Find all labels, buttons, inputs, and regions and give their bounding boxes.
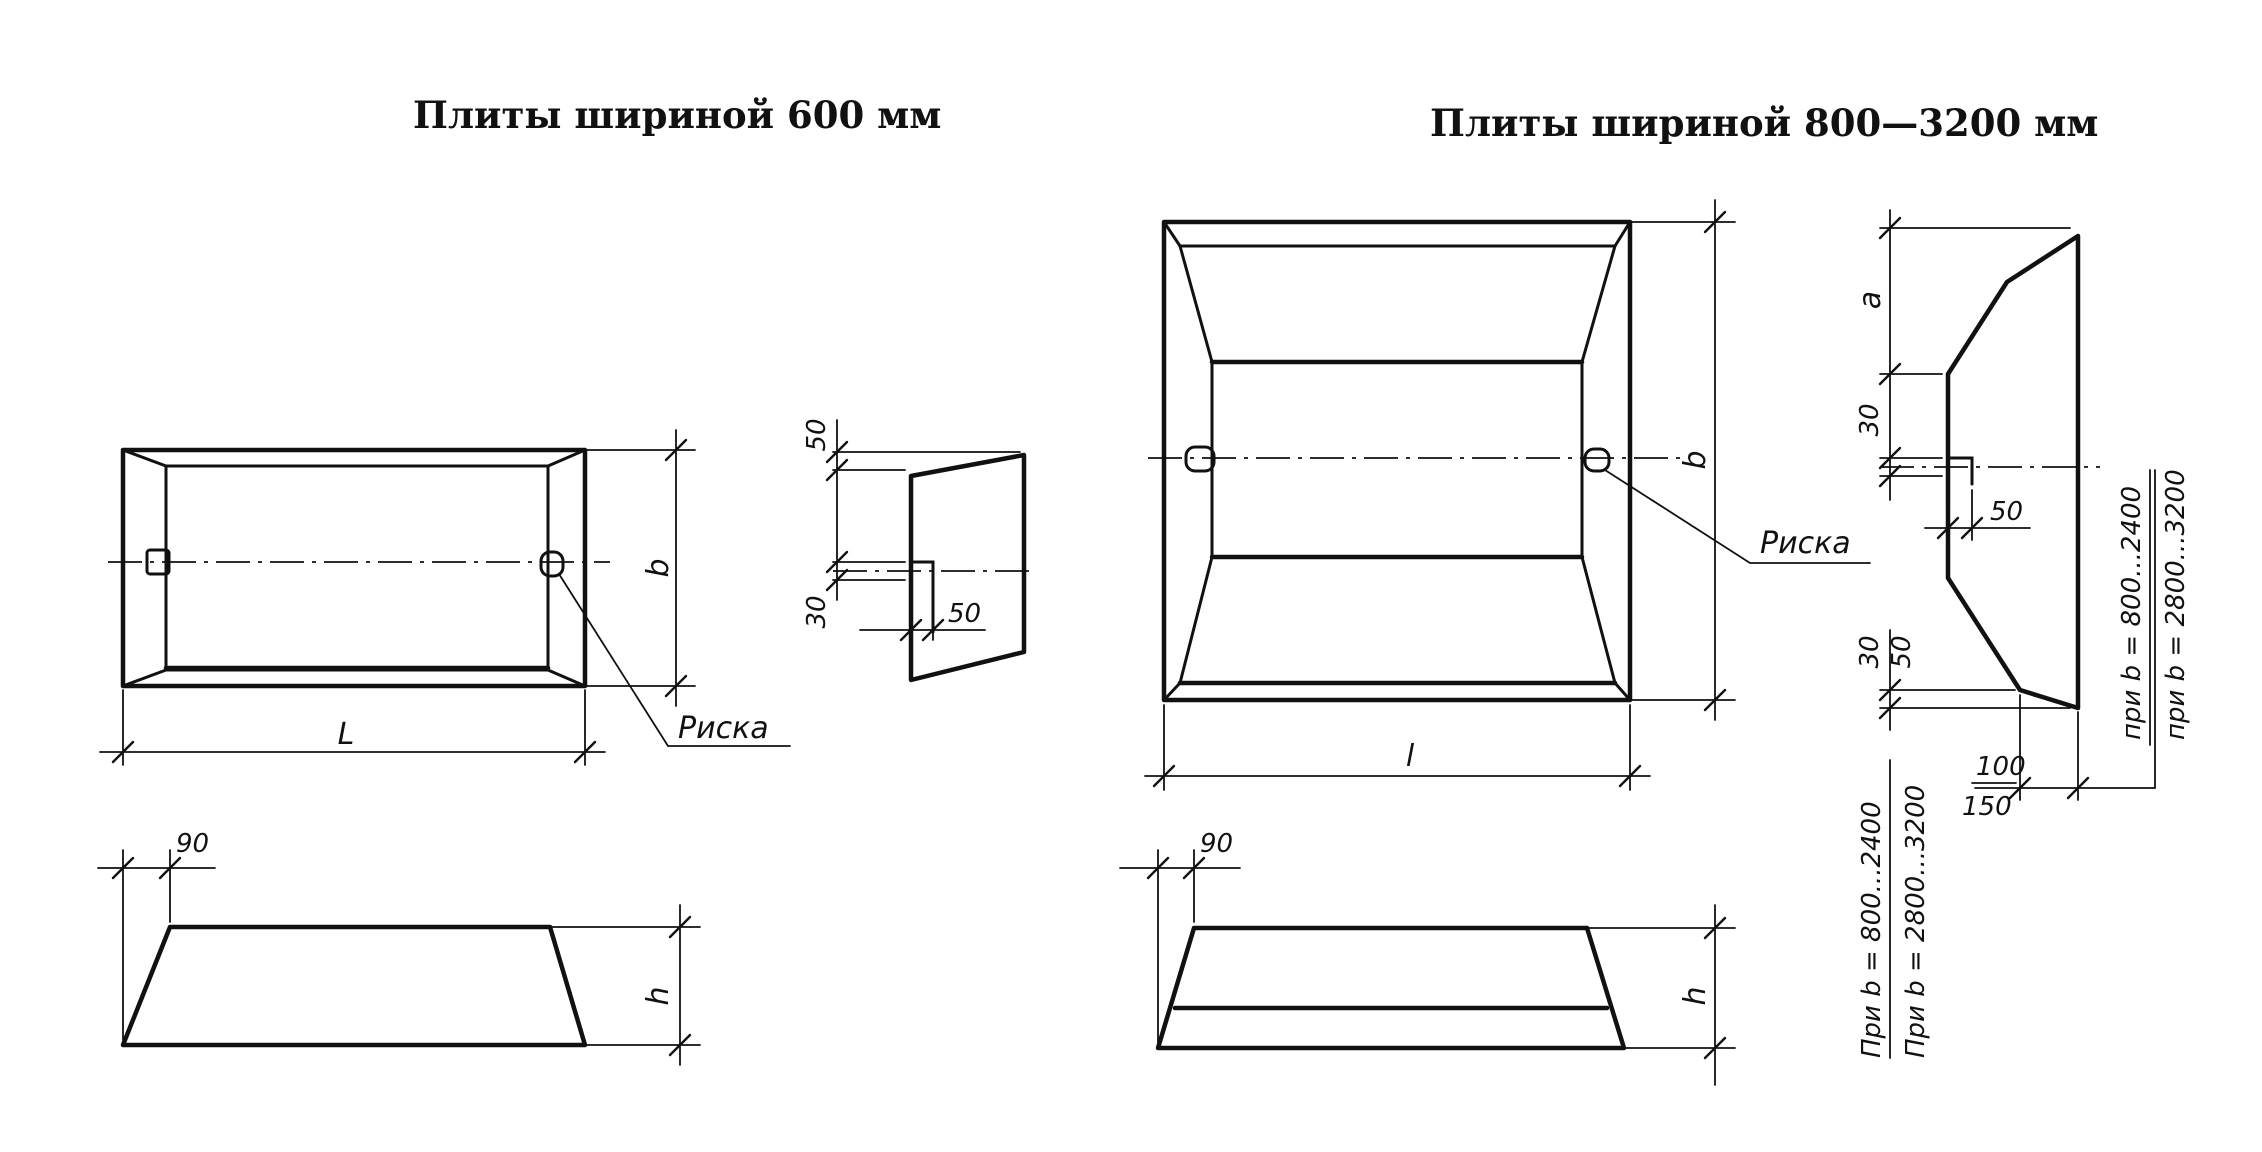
lifting-loop-right	[1583, 447, 1611, 473]
dim-slope-90: 90	[1200, 829, 1233, 859]
dim-bottom-50: 50	[1887, 635, 1917, 668]
mark-label-800-3200: Риска	[1760, 526, 1851, 561]
dim-height-label: h	[1678, 986, 1713, 1005]
elevation-600: 90 h	[97, 829, 701, 1066]
cross-section-600: 50 30 50	[802, 418, 1035, 683]
dim-hook-30: 30	[1855, 403, 1885, 436]
note-left-b-800-2400: При b = 800...2400	[1857, 801, 1887, 1058]
plan-outer-edge	[120, 447, 588, 689]
note-left-b-2800-3200: При b = 2800...3200	[1901, 785, 1931, 1058]
plan-outer-edge	[1161, 219, 1633, 703]
cross-section-800-3200: a 30 50 30 50 100 150 при b = 800...2400…	[1853, 209, 2191, 1059]
title-600: Плиты шириной 600 мм	[413, 93, 941, 137]
dim-150: 150	[1962, 792, 2012, 822]
dim-width-label: b	[1678, 450, 1713, 469]
dim-slope-90: 90	[176, 829, 209, 859]
elevation-outline	[1155, 925, 1627, 1051]
lifting-loop-left	[1184, 445, 1216, 473]
lifting-loop-left	[145, 548, 171, 576]
dim-width-label: b	[641, 558, 676, 577]
dim-top-50: 50	[802, 418, 832, 451]
title-800-3200: Плиты шириной 800—3200 мм	[1430, 101, 2098, 145]
plan-inner-edge	[164, 464, 550, 672]
elevation-800-3200: 90 h	[1119, 829, 1736, 1086]
elevation-outline	[120, 924, 588, 1048]
mark-label-600: Риска	[678, 711, 769, 746]
dim-length-label: L	[338, 717, 355, 752]
dim-hook-30: 30	[802, 595, 832, 628]
dim-height-label: h	[641, 986, 676, 1005]
plan-view-800-3200: l b Риска	[1144, 199, 1871, 791]
note-b-800-2400: при b = 800...2400	[2117, 486, 2147, 740]
lifting-loop-right	[539, 550, 565, 578]
dim-100: 100	[1976, 752, 2026, 782]
dim-bottom-30: 30	[1855, 635, 1885, 668]
dim-a: a	[1853, 291, 1888, 309]
dim-length-label: l	[1406, 739, 1415, 774]
dim-hook-width-50: 50	[1990, 497, 2023, 527]
note-b-2800-3200: при b = 2800...3200	[2161, 469, 2191, 740]
section-outline	[1945, 233, 2081, 711]
plan-view-600: L b Риска	[99, 429, 791, 766]
dim-hook-width-50: 50	[948, 599, 981, 629]
